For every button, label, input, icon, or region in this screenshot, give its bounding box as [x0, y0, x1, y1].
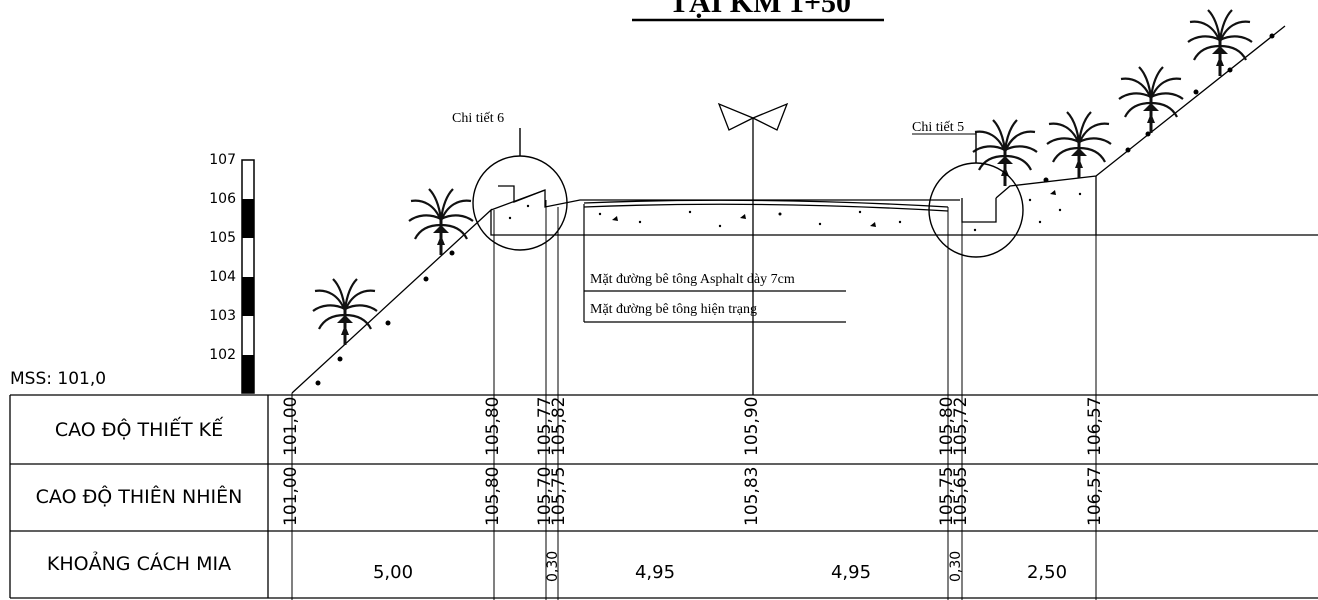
- natural-elevation-value: 105,83: [742, 467, 762, 526]
- scale-label: 104: [209, 269, 236, 285]
- slope-vegetation-markers: [315, 33, 1275, 386]
- palm-tree-icons: [311, 8, 1254, 347]
- design-elevation-value: 105,72: [951, 397, 971, 456]
- scale-label: 102: [209, 347, 236, 363]
- scale-label: 106: [209, 191, 236, 207]
- palm-tree-icon: [407, 187, 475, 257]
- distance-small-value: 0,30: [948, 551, 964, 582]
- design-elevation-value: 105,80: [937, 397, 957, 456]
- design-elevation-value: 105,90: [742, 397, 762, 456]
- design-elevation-value: 105,77: [535, 397, 555, 456]
- staff-distance-values: 5,00 4,95 4,95 2,50: [373, 562, 1067, 583]
- ground-profile: [291, 25, 1318, 394]
- scale-label: 107: [209, 152, 236, 168]
- road-centerline: [717, 102, 789, 395]
- staff-distance-small-values: 0,30 0,30: [545, 551, 964, 582]
- datum-label: MSS: 101,0: [10, 369, 106, 389]
- distance-small-value: 0,30: [545, 551, 561, 582]
- natural-elevation-value: 105,75: [937, 467, 957, 526]
- distance-value: 4,95: [831, 562, 871, 583]
- station-lines: [291, 200, 1097, 600]
- design-elevation-value: 105,80: [483, 397, 503, 456]
- natural-elevation-value: 101,00: [281, 467, 301, 526]
- design-elevation-value: 106,57: [1085, 397, 1105, 456]
- scale-label: 105: [209, 230, 236, 246]
- natural-elevation-value: 105,75: [549, 467, 569, 526]
- concrete-hatching: [508, 190, 1082, 232]
- detail-label-left: Chi tiết 6: [452, 111, 504, 126]
- natural-elevation-value: 105,80: [483, 467, 503, 526]
- palm-tree-icon: [1186, 8, 1254, 78]
- detail-label-right: Chi tiết 5: [912, 120, 964, 135]
- row-label-design-elevation: CAO ĐỘ THIẾT KẾ: [55, 416, 224, 441]
- layer-label-asphalt: Mặt đường bê tông Asphalt dày 7cm: [590, 272, 795, 287]
- row-label-staff-distance: KHOẢNG CÁCH MIA: [47, 550, 231, 575]
- elevation-scale-bar: [241, 159, 255, 394]
- detail-circles: [472, 128, 1024, 258]
- natural-elevation-values: 101,00 105,80 105,70 105,75 105,83 105,7…: [281, 467, 1105, 526]
- design-elevation-values: 101,00 105,80 105,77 105,82 105,90 105,8…: [281, 397, 1105, 456]
- natural-elevation-value: 105,65: [951, 467, 971, 526]
- data-table-grid: [9, 394, 1318, 599]
- palm-tree-icon: [311, 277, 379, 347]
- natural-elevation-value: 105,70: [535, 467, 555, 526]
- design-elevation-value: 101,00: [281, 397, 301, 456]
- distance-value: 5,00: [373, 562, 413, 583]
- layer-label-existing: Mặt đường bê tông hiện trạng: [590, 302, 757, 317]
- layer-callout-lines: [583, 204, 846, 323]
- distance-value: 4,95: [635, 562, 675, 583]
- palm-tree-icon: [1045, 110, 1113, 180]
- design-elevation-value: 105,82: [549, 397, 569, 456]
- distance-value: 2,50: [1027, 562, 1067, 583]
- palm-tree-icon: [1117, 65, 1185, 135]
- table-row-labels: CAO ĐỘ THIẾT KẾ CAO ĐỘ THIÊN NHIÊN KHOẢN…: [36, 416, 243, 575]
- scale-label: 103: [209, 308, 236, 324]
- palm-tree-icon: [971, 118, 1039, 188]
- row-label-natural-elevation: CAO ĐỘ THIÊN NHIÊN: [36, 484, 243, 508]
- scale-labels: 107 106 105 104 103 102: [209, 152, 236, 363]
- drawing-title: TẠI KM 1+50: [669, 0, 851, 19]
- natural-elevation-value: 106,57: [1085, 467, 1105, 526]
